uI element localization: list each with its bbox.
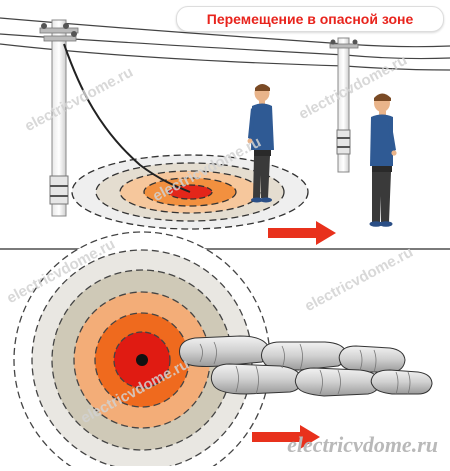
- person-in-zone: [247, 84, 274, 203]
- direction-arrow-bottom: [252, 425, 320, 449]
- site-label: electricvdome.ru: [287, 432, 438, 457]
- page-title: Перемещение в опасной зоне: [176, 6, 444, 32]
- person-safe: [369, 93, 397, 227]
- ground-zone-bottom: [13, 231, 271, 471]
- left-pole: [39, 19, 79, 217]
- fallen-wire: [63, 43, 191, 193]
- shuffling-feet: [179, 335, 433, 397]
- direction-arrow-top: [268, 221, 336, 245]
- right-pole: [329, 37, 359, 173]
- power-lines: [0, 17, 450, 71]
